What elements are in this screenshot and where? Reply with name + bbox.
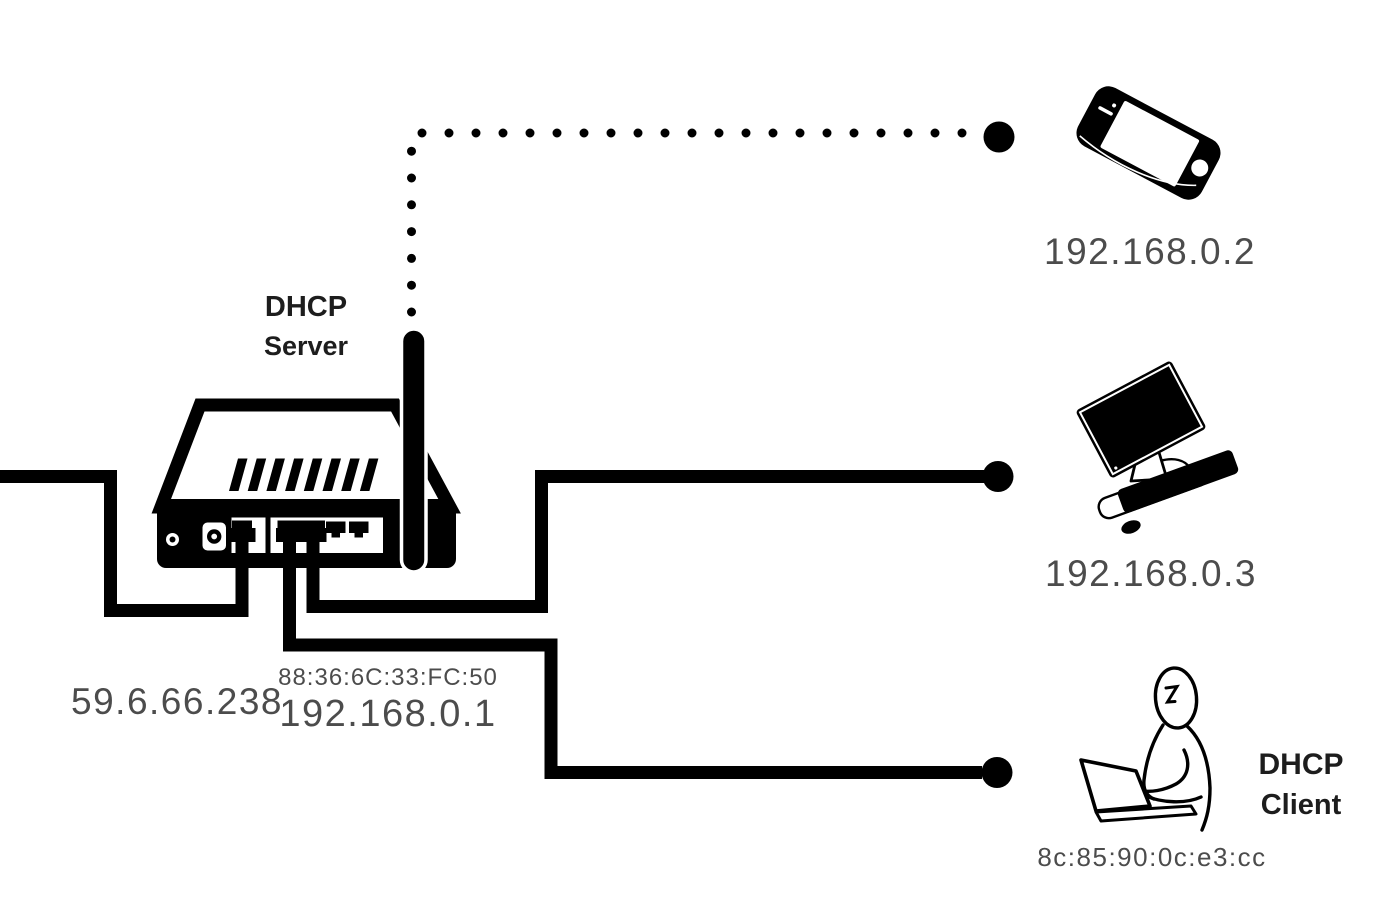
smartphone-home-button	[1191, 159, 1209, 177]
laptop-user-icon	[1079, 666, 1212, 832]
router-icon	[151, 327, 461, 574]
laptop-base	[1094, 804, 1198, 823]
antenna-icon	[399, 327, 428, 574]
router-vent-slats	[229, 458, 379, 491]
desktop-power-led	[1114, 466, 1118, 470]
router-lan-port-1	[276, 520, 303, 554]
desktop-computer-icon	[1076, 361, 1239, 536]
smartphone-screen	[1100, 101, 1200, 187]
router-mac-label: 88:36:6C:33:FC:50	[278, 664, 498, 691]
phone-ip-label: 192.168.0.2	[1044, 231, 1256, 272]
dhcp-client-label-line1: DHCP	[1258, 748, 1344, 781]
desktop-monitor	[1076, 361, 1206, 478]
smartphone-speaker	[1098, 106, 1113, 116]
router-lan-ip-label: 192.168.0.1	[279, 693, 497, 735]
smartphone-camera-dot	[1112, 103, 1117, 108]
dhcp-client-label-line2: Client	[1260, 789, 1342, 821]
dhcp-server-label-line2: Server	[263, 331, 349, 361]
laptop-mac-label: 8c:85:90:0c:e3:cc	[1037, 842, 1267, 872]
router-lan-port-2	[299, 520, 327, 554]
smartphone-icon	[1076, 86, 1221, 200]
wifi-link-endpoint-dot	[983, 121, 1015, 153]
person-hand	[1144, 794, 1203, 804]
desktop-link-endpoint-dot	[982, 461, 1014, 492]
desktop-mouse	[1119, 518, 1143, 536]
router-lan-ports	[270, 517, 383, 554]
dhcp-client-label: DHCP Client	[1258, 745, 1343, 825]
router-wan-ip-label: 59.6.66.238	[71, 681, 283, 722]
laptop-link-endpoint-dot	[981, 757, 1013, 788]
dhcp-server-label: DHCP Server	[264, 288, 348, 366]
laptop-wired-link	[283, 536, 1013, 788]
laptop-screen	[1079, 758, 1152, 813]
dhcp-server-label-line1: DHCP	[264, 291, 348, 323]
router-wan-port	[228, 517, 266, 554]
router-power-port	[202, 522, 226, 551]
desktop-wired-link	[306, 461, 1014, 613]
person-head	[1153, 666, 1199, 730]
person-body-left	[1142, 723, 1165, 801]
desktop-ip-label: 192.168.0.3	[1045, 553, 1257, 594]
person-hair	[1164, 684, 1180, 704]
desktop-keyboard	[1117, 450, 1239, 513]
wan-wired-link	[0, 470, 249, 617]
router-led	[166, 533, 179, 546]
router-lan-port-4	[349, 521, 369, 538]
wifi-dotted-link	[407, 121, 1015, 317]
person-body-right	[1185, 724, 1212, 832]
router-lan-port-3	[326, 521, 346, 538]
person-arm	[1142, 748, 1190, 794]
